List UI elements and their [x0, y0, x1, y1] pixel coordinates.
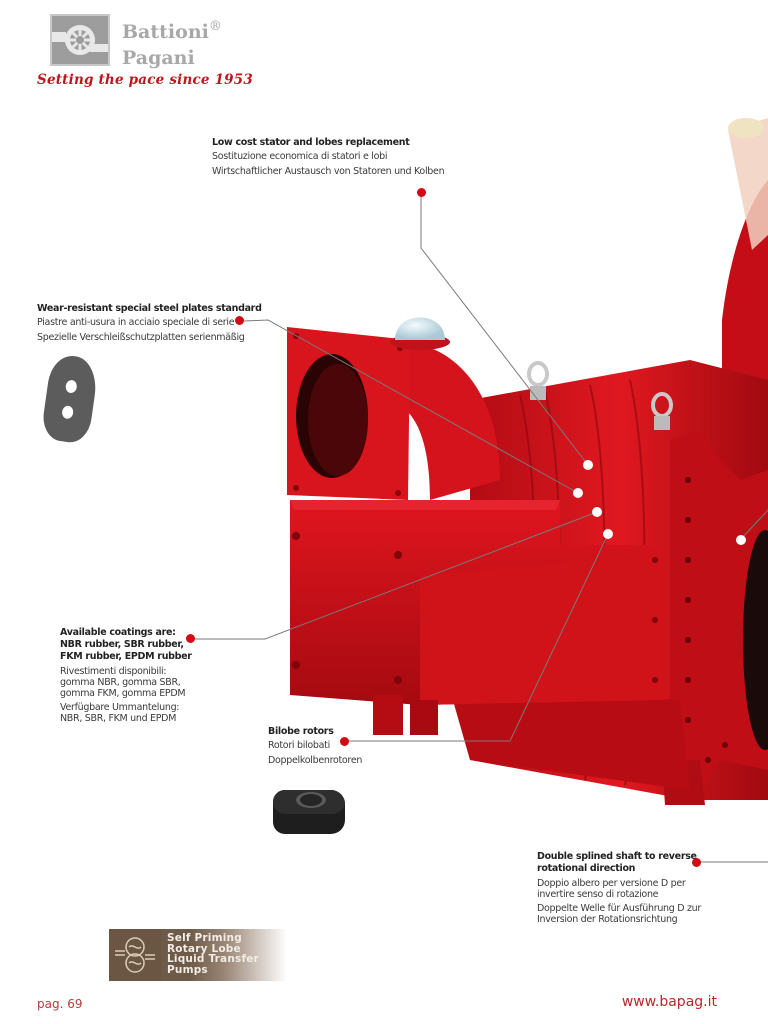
callout-german-line: Inversion der Rotationsrichtung	[537, 914, 678, 925]
bilobe-rotor-image	[273, 790, 345, 834]
callout-marker-stator[interactable]	[417, 188, 426, 197]
pump-lobes-icon	[109, 929, 161, 981]
callout-stator: Low cost stator and lobes replacement So…	[212, 137, 445, 179]
callout-marker-rotors[interactable]	[340, 737, 349, 746]
brand-line-1: Battioni	[122, 21, 209, 43]
callout-german: Spezielle Verschleißschutzplatten serien…	[37, 332, 245, 343]
callout-german: Wirtschaftlicher Austausch von Statoren …	[212, 166, 445, 177]
callout-marker-plates[interactable]	[235, 316, 244, 325]
callout-plates: Wear-resistant special steel plates stan…	[37, 303, 262, 345]
callout-title-line: Available coatings are:	[60, 627, 176, 638]
brand-line-2: Pagani	[122, 47, 195, 69]
callout-italian: Piastre anti-usura in acciaio speciale d…	[37, 317, 235, 328]
callout-german-line: Verfügbare Ummantelung:	[60, 702, 180, 713]
callout-german-line: Doppelte Welle für Ausführung D zur	[537, 903, 701, 914]
callout-italian-line: Doppio albero per versione D per	[537, 878, 686, 889]
callout-title: Wear-resistant special steel plates stan…	[37, 303, 262, 314]
callout-italian-line: invertire senso di rotazione	[537, 889, 659, 900]
callout-title: Low cost stator and lobes replacement	[212, 137, 410, 148]
callout-german-line: NBR, SBR, FKM und EPDM	[60, 713, 177, 724]
callout-title: Bilobe rotors	[268, 726, 334, 737]
brand-name: Battioni® Pagani	[122, 14, 222, 71]
tagline: Setting the pace since 1953	[37, 72, 253, 88]
callout-marker-shaft[interactable]	[692, 858, 701, 867]
series-line: Rotary Lobe	[167, 942, 241, 955]
callout-title-line: rotational direction	[537, 863, 636, 874]
callout-italian-line: gomma FKM, gomma EPDM	[60, 688, 186, 699]
callout-title-line: FKM rubber, EPDM rubber	[60, 651, 192, 662]
plate-hole	[61, 405, 74, 420]
callout-italian: Sostituzione economica di statori e lobi	[212, 151, 388, 162]
plate-hole	[64, 379, 78, 394]
brand-logo	[50, 14, 110, 66]
callout-italian: Rotori bilobati	[268, 740, 330, 751]
callout-title-line: Double splined shaft to reverse	[537, 851, 697, 862]
website-link[interactable]: www.bapag.it	[621, 994, 717, 1010]
wheel-logo-icon	[52, 20, 108, 60]
series-badge: Self Priming Rotary Lobe Liquid Transfer…	[109, 929, 287, 981]
callout-shaft: Double splined shaft to reverse rotation…	[537, 851, 701, 925]
registered-mark: ®	[208, 19, 222, 34]
series-line: Self Priming	[167, 932, 242, 944]
series-line: Pumps	[167, 963, 208, 976]
page-number: pag. 69	[37, 997, 83, 1011]
callout-italian-line: Rivestimenti disponibili:	[60, 666, 167, 677]
series-title: Self Priming Rotary Lobe Liquid Transfer…	[167, 933, 259, 975]
callout-german: Doppelkolbenrotoren	[268, 755, 363, 766]
callout-title-line: NBR rubber, SBR rubber,	[60, 639, 184, 650]
callout-coatings: Available coatings are: NBR rubber, SBR …	[60, 627, 192, 724]
callout-italian-line: gomma NBR, gomma SBR,	[60, 677, 181, 688]
callout-rotors: Bilobe rotors Rotori bilobati Doppelkolb…	[268, 726, 362, 768]
callout-marker-coatings[interactable]	[186, 634, 195, 643]
series-line: Liquid Transfer	[167, 953, 259, 965]
